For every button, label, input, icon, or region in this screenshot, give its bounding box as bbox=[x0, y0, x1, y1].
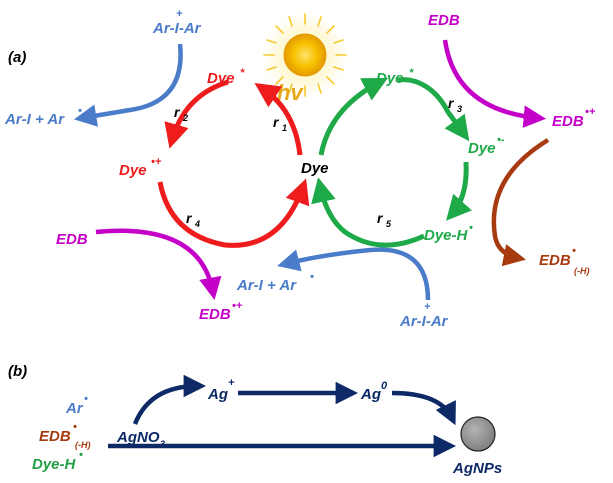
svg-text:r: r bbox=[174, 104, 181, 120]
svg-text:3: 3 bbox=[457, 104, 462, 114]
edb-bottom-left: EDB bbox=[56, 231, 88, 248]
arrow-ag0-to-agnps bbox=[391, 390, 456, 426]
reaction-label-r5: r 5 bbox=[377, 210, 392, 229]
red-arrow-to-dye bbox=[157, 178, 310, 248]
edb-arrow-top bbox=[442, 39, 547, 128]
sun-icon bbox=[257, 7, 353, 103]
aryl-products-top-sup: • bbox=[78, 105, 82, 117]
svg-text:1: 1 bbox=[282, 123, 287, 133]
dye-excited-left: Dye bbox=[207, 70, 235, 87]
svg-text:4: 4 bbox=[194, 219, 200, 229]
green-arrow-to-anion bbox=[397, 77, 470, 142]
agno3-label: AgNO bbox=[116, 429, 160, 446]
aryl-radical-b-sup: • bbox=[84, 393, 88, 405]
edb-radical-cation-right-sup: •+ bbox=[585, 106, 596, 118]
dye-h-radical-b-sup: • bbox=[79, 449, 83, 461]
dye-h-radical-b: Dye-H bbox=[32, 456, 77, 473]
dye-radical-anion: Dye bbox=[468, 140, 496, 157]
aryl-products-top: Ar-I + Ar bbox=[4, 111, 65, 128]
svg-text:2: 2 bbox=[182, 113, 188, 123]
dye-center: Dye bbox=[301, 160, 329, 177]
svg-text:5: 5 bbox=[386, 219, 392, 229]
agnps-label: AgNPs bbox=[452, 460, 502, 477]
reaction-label-r2: r 2 bbox=[174, 104, 188, 123]
edb-radical-sup: • bbox=[572, 245, 576, 257]
iodonium-top: Ar-I-Ar bbox=[152, 20, 202, 37]
ag-plus-label: Ag bbox=[207, 386, 228, 403]
silver-nanoparticle-icon bbox=[460, 416, 496, 452]
ag-zero-label: Ag bbox=[360, 386, 381, 403]
iodonium-top-charge: + bbox=[176, 8, 183, 20]
panel-b-label: (b) bbox=[8, 363, 27, 380]
iodonium-arrow-bottom bbox=[277, 247, 431, 301]
dye-radical-cation: Dye bbox=[119, 162, 147, 179]
edb-radical-arrow bbox=[491, 138, 550, 267]
edb-top: EDB bbox=[428, 12, 460, 29]
reaction-label-r3: r 3 bbox=[448, 95, 462, 114]
iodonium-bottom: Ar-I-Ar bbox=[399, 313, 449, 330]
edb-radical-b-sub: (-H) bbox=[75, 440, 91, 450]
dye-radical-anion-sup: •- bbox=[497, 134, 505, 146]
aryl-products-bottom-sup: • bbox=[310, 271, 314, 283]
svg-text:r: r bbox=[186, 210, 193, 226]
ag-plus-sup: + bbox=[228, 377, 235, 389]
dye-radical-cation-sup: •+ bbox=[151, 156, 162, 168]
arrow-agno3-to-ag-plus bbox=[132, 374, 207, 425]
green-arrow-to-dye bbox=[311, 177, 426, 248]
dye-h-radical: Dye-H bbox=[424, 227, 469, 244]
edb-arrow-bottom bbox=[95, 228, 222, 300]
excitation-arrow-left bbox=[254, 83, 303, 156]
edb-radical-b: EDB bbox=[39, 428, 71, 445]
svg-text:r: r bbox=[273, 114, 280, 130]
reaction-label-r1: r 1 bbox=[273, 114, 287, 133]
iodonium-arrow-top bbox=[74, 43, 183, 127]
iodonium-bottom-charge: + bbox=[424, 301, 431, 313]
hv-label: hv bbox=[277, 80, 304, 105]
svg-text:r: r bbox=[448, 95, 455, 111]
ag-zero-sup: 0 bbox=[381, 380, 388, 392]
edb-radical-b-sup: • bbox=[73, 421, 77, 433]
dye-h-radical-sup: • bbox=[469, 222, 473, 234]
green-arrow-to-dye-h bbox=[446, 161, 472, 221]
edb-radical-cation-right: EDB bbox=[552, 113, 584, 130]
svg-text:r: r bbox=[377, 210, 384, 226]
reaction-label-r4: r 4 bbox=[186, 210, 200, 229]
excitation-arrow-right bbox=[318, 77, 388, 156]
panel-a-label: (a) bbox=[8, 49, 26, 66]
edb-radical-cation-bottom: EDB bbox=[199, 306, 231, 323]
red-arrow-to-cation bbox=[164, 79, 229, 149]
aryl-radical-b: Ar bbox=[65, 400, 84, 417]
edb-radical: EDB bbox=[539, 252, 571, 269]
edb-radical-sub: (-H) bbox=[574, 266, 590, 276]
aryl-products-bottom: Ar-I + Ar bbox=[236, 277, 297, 294]
dye-excited-right-star: * bbox=[409, 67, 414, 79]
dye-excited-right: Dye bbox=[376, 70, 404, 87]
edb-radical-cation-bottom-sup: •+ bbox=[232, 300, 243, 312]
dye-excited-left-star: * bbox=[240, 67, 245, 79]
